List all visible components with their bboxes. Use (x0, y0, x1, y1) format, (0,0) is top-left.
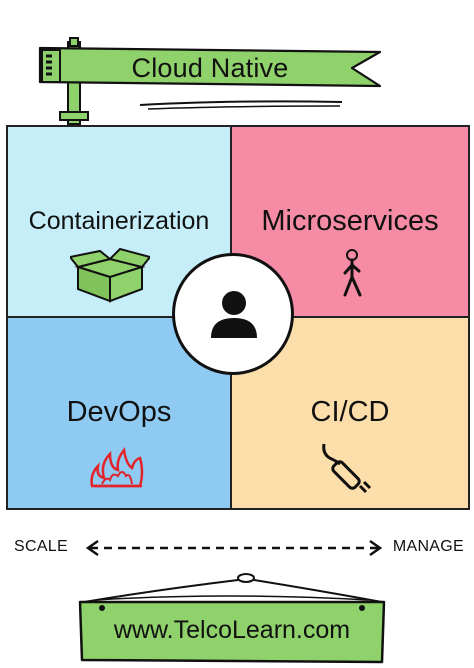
quadrant-label-devops: DevOps (66, 396, 172, 428)
quadrant-label-containerization: Containerization (28, 207, 210, 235)
plug-icon (322, 443, 372, 494)
scale-label: SCALE (14, 538, 68, 555)
fire-icon (90, 446, 144, 488)
quadrant-label-ci-cd: CI/CD (310, 396, 390, 428)
footer-sign (78, 573, 386, 664)
quadrant-label-microservices: Microservices (261, 205, 439, 237)
user-icon (211, 291, 257, 338)
center-circle (172, 253, 294, 375)
footer-url[interactable]: www.TelcoLearn.com (113, 615, 351, 644)
manage-label: MANAGE (392, 538, 464, 555)
box-icon (70, 247, 150, 303)
cloud-native-flag (38, 37, 382, 125)
double-arrow (86, 539, 382, 557)
banner-title: Cloud Native (131, 52, 289, 83)
stick-figure-icon (343, 249, 362, 297)
